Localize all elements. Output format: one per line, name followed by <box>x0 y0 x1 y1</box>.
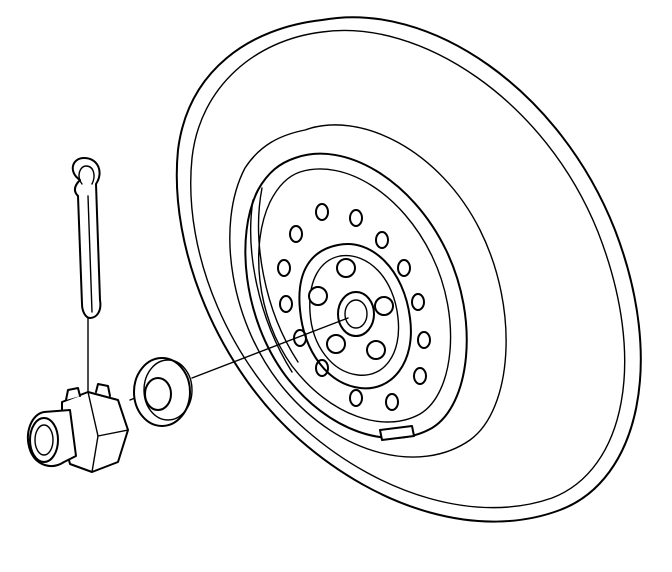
vent-hole <box>289 225 303 243</box>
tire-and-wheel <box>175 16 642 523</box>
rim-barrel-line-2 <box>257 187 299 363</box>
cotter-pin-split <box>87 195 93 313</box>
cotter-pin-icon <box>71 157 102 319</box>
wheel-rim <box>244 152 468 441</box>
cotter-pin <box>71 157 102 319</box>
hub-nut <box>26 383 129 473</box>
nut-collar-face <box>29 417 59 463</box>
vent-hole <box>349 389 363 407</box>
vent-hole <box>279 295 293 313</box>
lug-stud <box>374 296 394 316</box>
rim-vent-holes <box>277 203 431 411</box>
lug-studs <box>308 258 394 360</box>
vent-hole <box>417 331 431 349</box>
assembly-axis-line <box>191 317 349 379</box>
vent-hole <box>349 209 363 227</box>
cotter-pin-loop <box>78 165 95 185</box>
vent-hole <box>277 259 291 277</box>
vent-hole <box>411 293 425 311</box>
vent-hole <box>375 231 389 249</box>
nut-collar-face-inner <box>34 424 54 456</box>
vent-hole <box>385 393 399 411</box>
lug-stud <box>326 334 346 354</box>
tire-tread-edge <box>190 29 626 509</box>
vent-hole <box>397 259 411 277</box>
nut-hex-edge <box>87 391 99 437</box>
nut-castellation <box>95 383 111 397</box>
washer <box>133 357 193 427</box>
washer-outer-edge <box>143 359 193 421</box>
vent-hole <box>315 203 329 221</box>
valve-stem <box>379 425 415 441</box>
rim-center-disc <box>298 243 412 390</box>
vent-hole <box>413 367 427 385</box>
lug-stud <box>308 286 328 306</box>
lug-stud <box>366 340 386 360</box>
rim-flange-inner <box>258 168 452 423</box>
nut-castellation <box>65 387 81 401</box>
rim-barrel-line <box>250 199 293 373</box>
nut-hex-edge <box>91 435 99 473</box>
center-hub-hole-inner <box>344 299 368 329</box>
nut-hex-edge <box>97 429 129 437</box>
washer-hole <box>144 377 172 411</box>
center-hub-hole <box>337 291 375 337</box>
tire-sidewall-outer <box>229 124 507 458</box>
lug-stud <box>336 258 356 278</box>
